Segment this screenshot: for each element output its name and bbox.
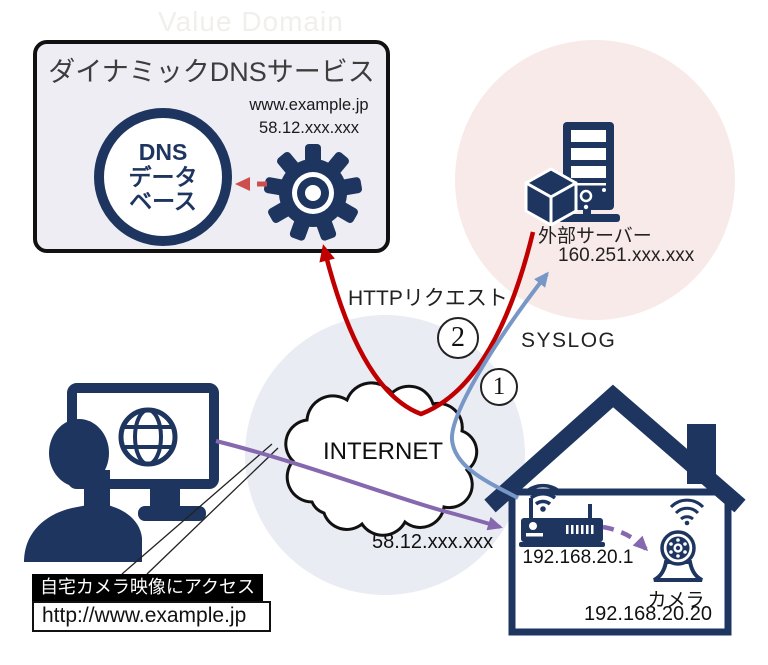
ddns-service-title: ダイナミックDNSサービス [48,57,375,87]
step-1-badge: 1 [480,368,518,406]
syslog-label: SYSLOG [521,329,617,352]
watermark-text: Value Domain [158,6,344,37]
person-icon [24,419,142,562]
user-action-callout: 自宅カメラ映像にアクセス [32,574,263,601]
external-server-ip: 160.251.xxx.xxx [558,245,695,266]
dns-database-circle: DNS データ ベース [94,108,232,246]
wan-ip-label: 58.12.xxx.xxx [372,531,494,553]
ddns-ip: 58.12.xxx.xxx [259,119,359,138]
camera-icon [653,498,705,582]
ddns-hostname: www.example.jp [249,96,369,114]
router-ip-label: 192.168.20.1 [522,547,634,568]
dns-database-label-line3: ベース [129,188,197,215]
gear-icon [263,144,363,241]
step-1-number: 1 [492,373,506,400]
internet-label: INTERNET [323,438,443,465]
http-request-label: HTTPリクエスト [348,287,508,310]
dns-database-label-line2: データ [128,163,198,190]
camera-ip-label: 192.168.20.20 [584,603,712,625]
step-2-badge: 2 [437,317,479,359]
dns-database-label-line1: DNS [138,139,188,166]
external-server-label: 外部サーバー [538,226,652,247]
ddns-hostname-ip: www.example.jp 58.12.xxx.xxx [230,94,388,141]
camera-label: カメラ [647,590,705,611]
user-url-box: http://www.example.jp [32,601,271,632]
cube-icon [524,167,578,227]
step-2-number: 2 [451,322,465,353]
